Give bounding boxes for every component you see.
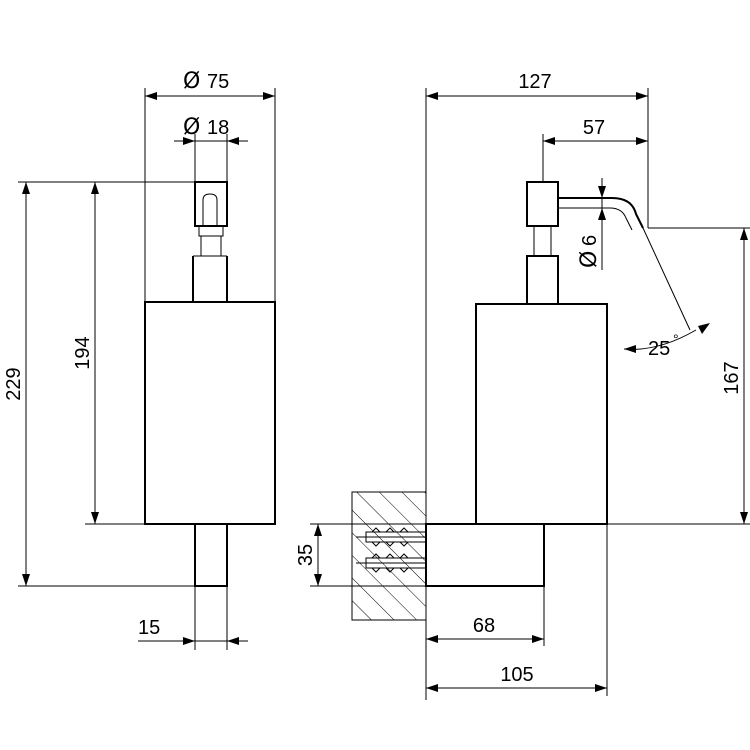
- dim-label-127: 127: [518, 71, 551, 93]
- side-view: 127 57 Ø 6 25 ° 167 35 68: [295, 71, 750, 700]
- wall-section: [351, 491, 427, 621]
- arrow: [145, 92, 157, 100]
- front-pump-collar: [198, 225, 224, 237]
- arrow: [22, 574, 30, 586]
- dim-label-167: 167: [721, 361, 743, 394]
- wall-anchor-lower: [356, 553, 427, 573]
- arrow: [183, 137, 195, 145]
- wall-bracket: [425, 523, 545, 587]
- arrow: [91, 512, 99, 524]
- dim-label-25: 25: [648, 338, 670, 360]
- arrow: [740, 512, 748, 524]
- dim-label-6: 6: [579, 235, 601, 246]
- side-pump-head: [526, 181, 559, 227]
- arrow: [698, 323, 710, 334]
- arrow: [598, 186, 606, 198]
- side-container-body: [475, 303, 608, 525]
- front-pump-head: [194, 181, 228, 227]
- dim-label-15: 15: [138, 617, 160, 639]
- arrow: [91, 182, 99, 194]
- ext-spout-angle: [642, 227, 691, 331]
- arrow: [426, 635, 438, 643]
- dim-label-35: 35: [295, 544, 317, 566]
- dim-symbol-6: Ø: [577, 251, 602, 268]
- arrow: [740, 228, 748, 240]
- arrow: [426, 684, 438, 692]
- side-spout-inner: [558, 207, 633, 231]
- arrow: [426, 92, 438, 100]
- dim-symbol-75: Ø: [183, 69, 200, 94]
- dim-unit-25: °: [673, 331, 679, 347]
- arrow: [263, 92, 275, 100]
- arrow: [636, 92, 648, 100]
- arrow: [227, 637, 239, 645]
- dim-symbol-18: Ø: [183, 115, 200, 140]
- arrow: [183, 637, 195, 645]
- dim-label-229: 229: [3, 367, 25, 400]
- dim-label-57: 57: [583, 117, 605, 139]
- side-pump-stem: [526, 255, 559, 305]
- side-spout: [558, 197, 644, 229]
- arrow: [598, 208, 606, 220]
- arrow: [543, 137, 555, 145]
- dim-label-75: 75: [207, 71, 229, 93]
- dim-label-18: 18: [207, 117, 229, 139]
- dim-label-194: 194: [72, 336, 94, 369]
- dim-label-68: 68: [473, 615, 495, 637]
- front-container-body: [144, 301, 276, 525]
- arrow: [314, 574, 322, 586]
- arrow: [624, 345, 636, 353]
- front-bottom-rod: [194, 523, 228, 587]
- front-pump-hook: [202, 193, 218, 226]
- arrow: [314, 524, 322, 536]
- arrow: [22, 182, 30, 194]
- arrow: [532, 635, 544, 643]
- arrow: [636, 137, 648, 145]
- front-view: Ø 75 Ø 18 229 194 15: [3, 69, 276, 650]
- arrow: [227, 137, 239, 145]
- arrow: [595, 684, 607, 692]
- dim-label-105: 105: [500, 664, 533, 686]
